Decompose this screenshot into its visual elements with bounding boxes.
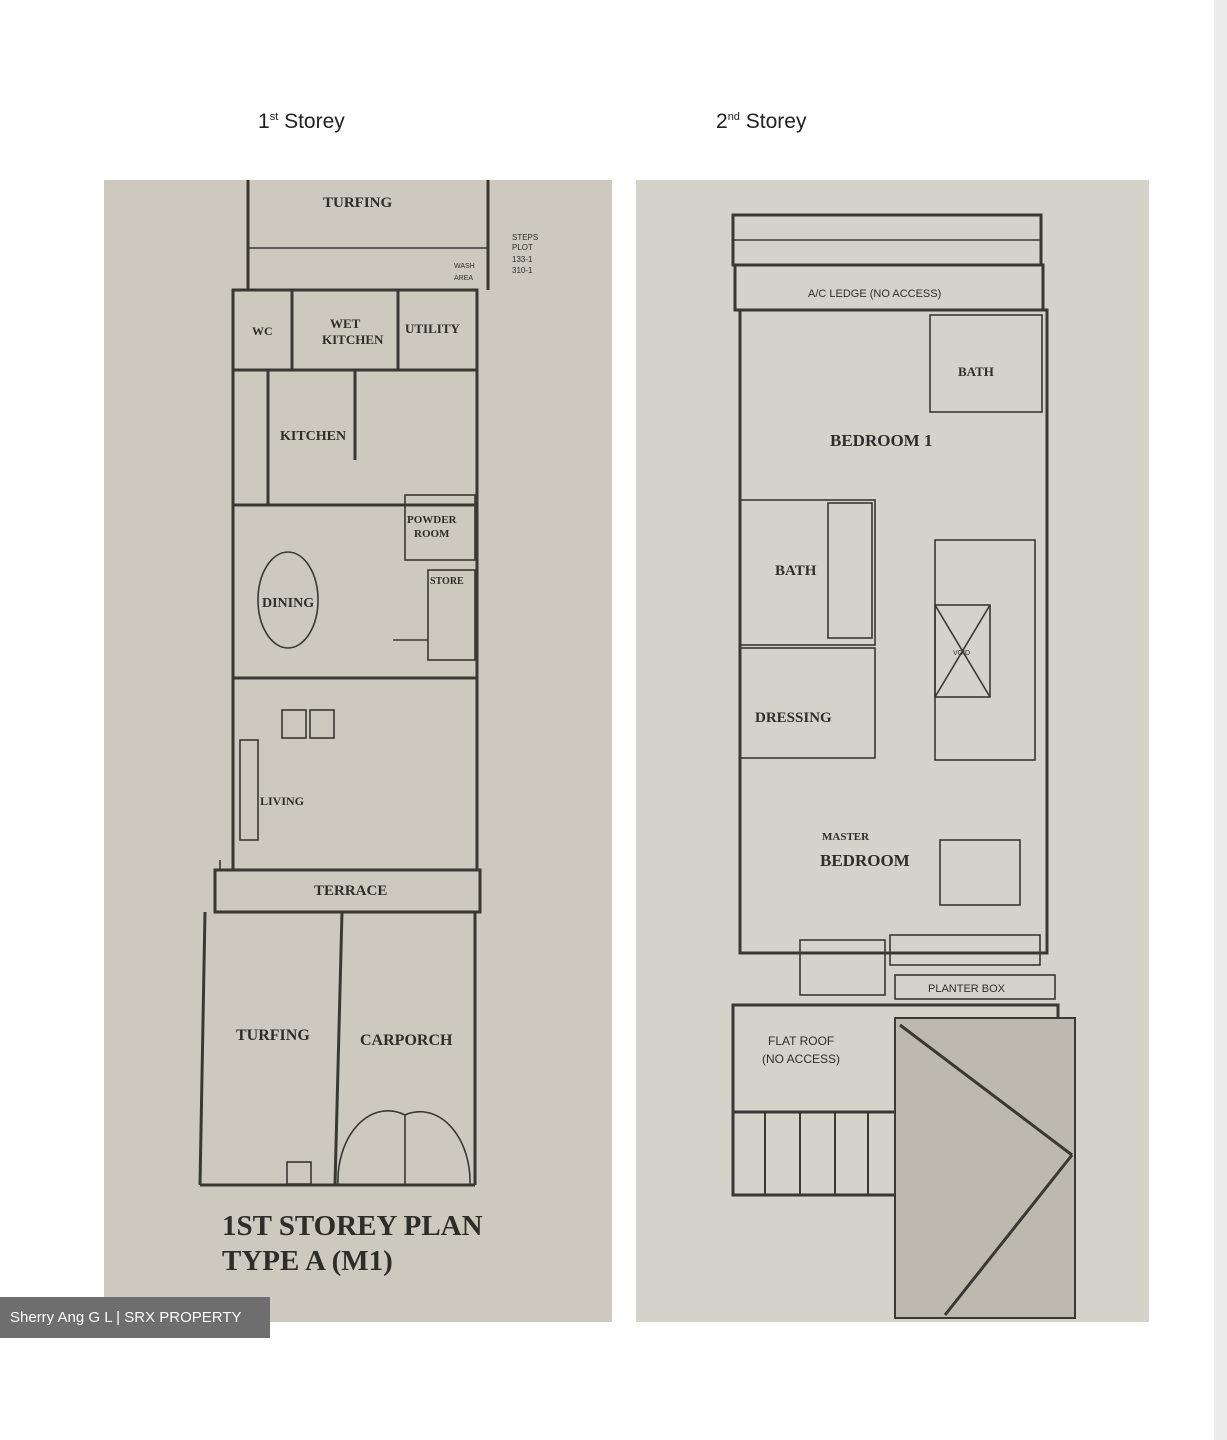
second-storey-plan: A/C LEDGE (NO ACCESS) BATH BEDROOM 1 BAT… xyxy=(636,180,1149,1322)
plan-title-line-2: TYPE A (M1) xyxy=(222,1245,393,1277)
label-master: MASTER xyxy=(822,831,870,843)
label-store: STORE xyxy=(430,576,464,587)
label-powder-2: ROOM xyxy=(414,528,450,540)
label-steps-3: 133-1 xyxy=(512,255,533,264)
first-storey-plan: TURFING STEPS PLOT 133-1 310-1 WASH AREA… xyxy=(104,180,612,1322)
label-wc: WC xyxy=(252,324,273,338)
label-powder: POWDER xyxy=(407,514,458,526)
label-terrace: TERRACE xyxy=(314,883,387,899)
label-flat-roof-2: (NO ACCESS) xyxy=(762,1052,840,1066)
label-bedroom-1: BEDROOM 1 xyxy=(830,431,932,450)
label-kitchen: KITCHEN xyxy=(280,429,346,444)
label-steps-4: 310-1 xyxy=(512,266,533,275)
label-dining: DINING xyxy=(262,596,314,611)
second-storey-title: 2nd Storey xyxy=(716,110,807,133)
label-utility: UTILITY xyxy=(405,321,461,336)
watermark: Sherry Ang G L | SRX PROPERTY xyxy=(0,1297,270,1338)
label-bath-2: BATH xyxy=(775,563,817,579)
label-wet-kitchen-2: KITCHEN xyxy=(322,332,384,347)
label-turfing-bottom: TURFING xyxy=(236,1027,310,1044)
label-living: LIVING xyxy=(260,794,304,808)
label-wet-kitchen: WET xyxy=(330,316,361,331)
label-steps-2: PLOT xyxy=(512,243,533,252)
first-storey-title: 1st Storey xyxy=(258,110,345,133)
label-wash-2: AREA xyxy=(454,275,473,282)
label-bath-1: BATH xyxy=(958,364,994,379)
label-turfing-top: TURFING xyxy=(323,195,393,211)
label-wash: WASH xyxy=(454,263,475,270)
label-ac-ledge: A/C LEDGE (NO ACCESS) xyxy=(808,288,941,300)
label-flat-roof: FLAT ROOF xyxy=(768,1034,834,1048)
page-edge xyxy=(1214,0,1227,1440)
label-dressing: DRESSING xyxy=(755,710,832,726)
label-carporch: CARPORCH xyxy=(360,1032,453,1049)
label-void: VOID xyxy=(953,650,970,657)
label-steps: STEPS xyxy=(512,233,538,242)
plan-title-line-1: 1ST STOREY PLAN xyxy=(222,1210,483,1242)
label-master-bedroom: BEDROOM xyxy=(820,851,910,870)
label-planter-box: PLANTER BOX xyxy=(928,983,1006,995)
